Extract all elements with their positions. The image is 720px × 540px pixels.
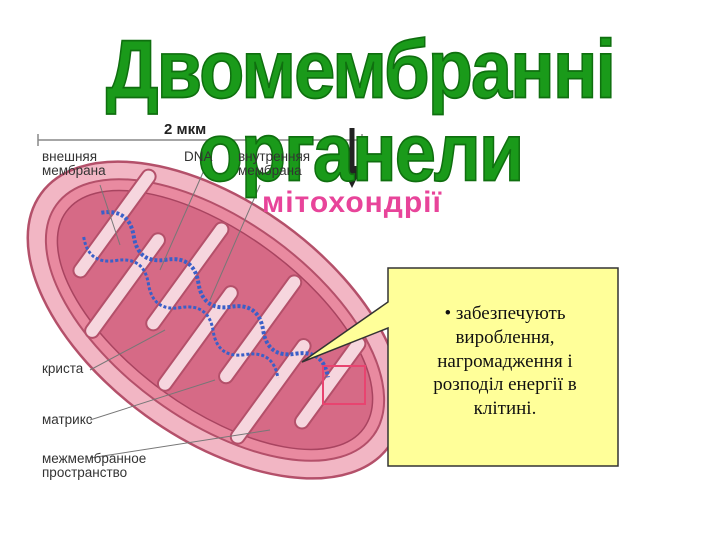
label-outer-membrane-line2: мембрана (42, 163, 106, 179)
label-dna: DNA (184, 149, 213, 164)
label-outer-membrane: внешняя мембрана (42, 149, 106, 179)
label-intermembrane-line1: межмембранное (42, 451, 147, 466)
label-matrix: матрикс (42, 412, 93, 427)
callout-line-5: клітині. (473, 398, 537, 419)
callout-line-2: вироблення, (455, 326, 555, 348)
callout-text: • забезпечують вироблення, нагромадження… (392, 302, 618, 421)
label-outer-membrane-line1: внешняя (42, 149, 98, 164)
down-arrow-icon (341, 128, 363, 188)
callout-box (301, 267, 619, 467)
highlight-square (322, 365, 366, 405)
mitochondrion-illustration (26, 160, 404, 480)
callout-line-4: розподіл енергії в (433, 374, 577, 396)
scale-label: 2 мкм (164, 121, 207, 138)
label-inner-membrane: внутренняя мембрана (238, 149, 311, 179)
label-intermembrane-line2: пространство (42, 465, 128, 481)
label-crista: криста (42, 361, 84, 376)
subtitle: мітохондрії (262, 186, 442, 219)
page-title: Двомембранні органели (105, 22, 617, 199)
label-intermembrane: межмембранное пространство (42, 451, 147, 481)
label-inner-membrane-line1: внутренняя (238, 149, 311, 164)
label-inner-membrane-line2: мембрана (238, 163, 302, 179)
leader-lines (89, 167, 271, 459)
callout-line-1: • забезпечують (444, 303, 566, 324)
dna-strand (101, 210, 330, 378)
callout-line-3: нагромадження і (437, 350, 573, 372)
scale-bar (37, 134, 363, 146)
